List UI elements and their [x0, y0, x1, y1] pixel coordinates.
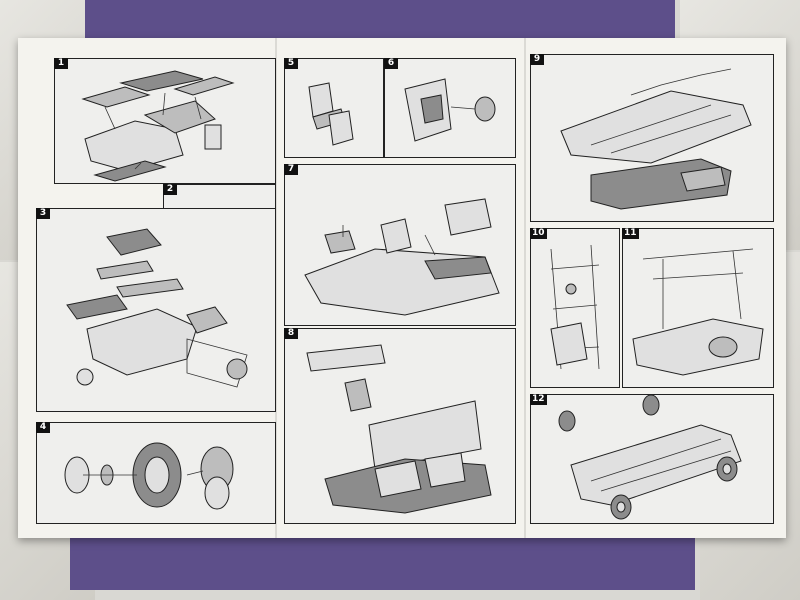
step-panel-5: 5 [284, 58, 384, 158]
final-chassis-illustration [558, 395, 742, 520]
engine-block-illustration [81, 70, 235, 182]
step-number: 4 [36, 422, 50, 433]
front-suspension-illustration [550, 244, 600, 370]
step-number: 6 [384, 58, 398, 69]
sheet-fold [275, 38, 277, 538]
step-number: 11 [622, 228, 639, 239]
seat-illustration [308, 82, 354, 146]
step-number: 7 [284, 164, 298, 175]
engine-assembly-illustration [66, 228, 248, 388]
step-number: 8 [284, 328, 298, 339]
interior-tub-illustration [304, 198, 500, 316]
step-number: 3 [36, 208, 50, 219]
step-number: 12 [530, 394, 547, 405]
step-panel-8: 8 [284, 328, 516, 524]
step-panel-4: 4 [36, 422, 276, 524]
chassis-frame-illustration [560, 68, 752, 210]
step-panel-6: 6 [384, 58, 516, 158]
step-number: 9 [530, 54, 544, 65]
step-panel-11: 11 [622, 228, 774, 388]
step-number: 2 [163, 184, 177, 195]
step-panel-10: 10 [530, 228, 620, 388]
instruction-sheet: 1 2 3 [18, 38, 786, 538]
step-number: 1 [54, 58, 68, 69]
step-panel-3: 3 [36, 208, 276, 412]
step-number: 5 [284, 58, 298, 69]
step-panel-9: 9 [530, 54, 774, 222]
wheel-tire-illustration [64, 442, 234, 510]
step-number: 10 [530, 228, 547, 239]
step-panel-12: 12 [530, 394, 774, 524]
sheet-fold [524, 38, 526, 538]
steering-column-illustration [404, 78, 496, 142]
body-assembly-illustration [306, 344, 492, 514]
step-panel-1: 1 [54, 58, 276, 184]
rear-suspension-illustration [632, 248, 764, 376]
step-panel-7: 7 [284, 164, 516, 326]
